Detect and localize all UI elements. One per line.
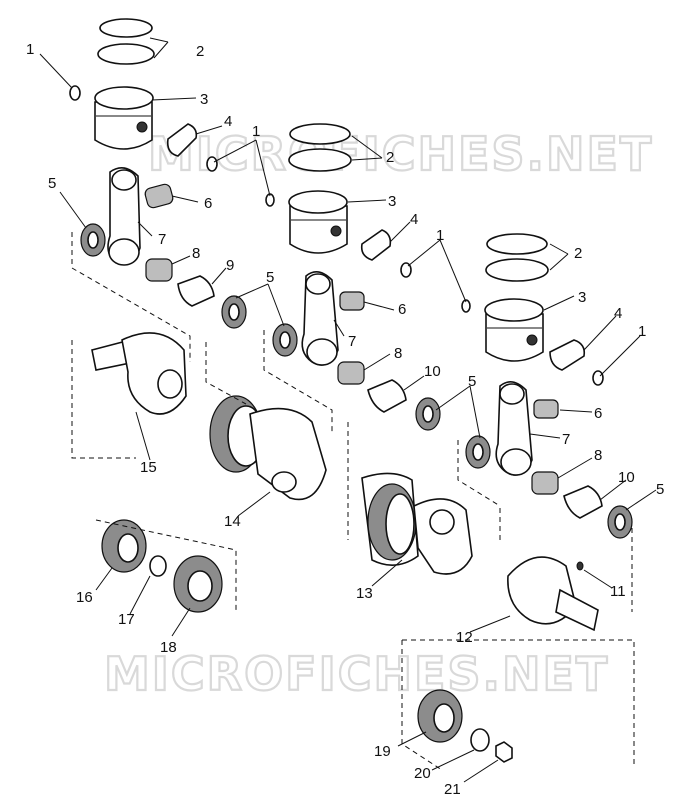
callout-1: 1	[638, 323, 646, 340]
crankshaft-end-12	[507, 556, 599, 632]
callout-7: 7	[348, 333, 356, 350]
piston-ring	[288, 148, 352, 172]
callout-13: 13	[356, 585, 373, 602]
retaining-ring-17	[149, 555, 167, 577]
piston	[289, 205, 348, 254]
circlip	[69, 85, 81, 101]
piston-ring	[486, 233, 548, 255]
callout-3: 3	[578, 289, 586, 306]
callout-1: 1	[436, 227, 444, 244]
crankshaft-center-13	[361, 472, 473, 575]
callout-6: 6	[398, 301, 406, 318]
crank-pin	[177, 275, 215, 307]
piston-assembly-right	[461, 233, 633, 539]
piston-assembly-middle	[265, 123, 441, 431]
piston	[485, 313, 544, 362]
assembly-guide-lines	[71, 232, 635, 771]
circlip	[206, 156, 218, 172]
callout-20: 20	[414, 765, 431, 782]
callout-3: 3	[200, 91, 208, 108]
callout-4: 4	[410, 211, 418, 228]
callout-5: 5	[468, 373, 476, 390]
callout-15: 15	[140, 459, 157, 476]
main-bearing-16	[101, 519, 147, 573]
nut-21	[495, 741, 513, 763]
callout-5: 5	[266, 269, 274, 286]
needle-bearing	[144, 183, 174, 209]
watermark-top: MICROFICHES.NET	[148, 127, 653, 181]
wrist-pin	[360, 229, 392, 261]
circlip	[400, 262, 412, 278]
callout-7: 7	[562, 431, 570, 448]
callout-8: 8	[192, 245, 200, 262]
washer-20	[470, 728, 490, 752]
crank-bearing	[145, 258, 173, 282]
crank-bearing	[337, 361, 365, 385]
callout-3: 3	[388, 193, 396, 210]
callout-17: 17	[118, 611, 135, 628]
piston-ring	[99, 18, 153, 38]
callout-8: 8	[394, 345, 402, 362]
callout-1: 1	[252, 123, 260, 140]
piston-crown	[484, 298, 544, 322]
callout-4: 4	[614, 305, 622, 322]
piston-crown	[288, 190, 348, 214]
callout-5: 5	[48, 175, 56, 192]
callout-2: 2	[574, 245, 582, 262]
piston-ring	[289, 123, 351, 145]
callout-9: 9	[226, 257, 234, 274]
piston-ring	[485, 258, 549, 282]
callout-4: 4	[224, 113, 232, 130]
callout-2: 2	[386, 149, 394, 166]
needle-bearing	[339, 291, 365, 311]
callout-12: 12	[456, 629, 473, 646]
wrist-pin	[166, 123, 198, 157]
callout-7: 7	[158, 231, 166, 248]
callout-18: 18	[160, 639, 177, 656]
callout-labels: 1 2 3 4 1 5 6 7 8 9 5 2 3 4 1 6 7 8 10 5…	[26, 41, 664, 798]
wrist-pin	[549, 339, 586, 371]
callout-10: 10	[618, 469, 635, 486]
callout-6: 6	[594, 405, 602, 422]
callout-11: 11	[610, 583, 626, 600]
callout-6: 6	[204, 195, 212, 212]
crankshaft-end-15	[91, 332, 187, 415]
leader-lines	[39, 37, 657, 783]
callout-21: 21	[444, 781, 461, 798]
callout-1: 1	[26, 41, 34, 58]
piston	[94, 101, 153, 150]
piston-ring	[97, 43, 155, 65]
callout-2: 2	[196, 43, 204, 60]
crank-pin	[563, 485, 603, 519]
callout-10: 10	[424, 363, 441, 380]
callout-5: 5	[656, 481, 664, 498]
callout-19: 19	[374, 743, 391, 760]
crankshaft-center-14	[209, 395, 327, 501]
crank-bearing	[531, 471, 559, 495]
piston-assembly-left	[69, 18, 247, 329]
needle-bearing	[533, 399, 559, 419]
crank-pin	[367, 379, 407, 413]
circlip	[461, 299, 471, 313]
callout-8: 8	[594, 447, 602, 464]
callout-16: 16	[76, 589, 93, 606]
main-bearing-19	[417, 689, 463, 743]
circlip	[592, 370, 604, 386]
watermark-bottom: MICROFICHES.NET	[104, 647, 609, 701]
piston-crown	[94, 86, 154, 110]
callout-14: 14	[224, 513, 241, 530]
main-bearing-18	[173, 555, 223, 613]
